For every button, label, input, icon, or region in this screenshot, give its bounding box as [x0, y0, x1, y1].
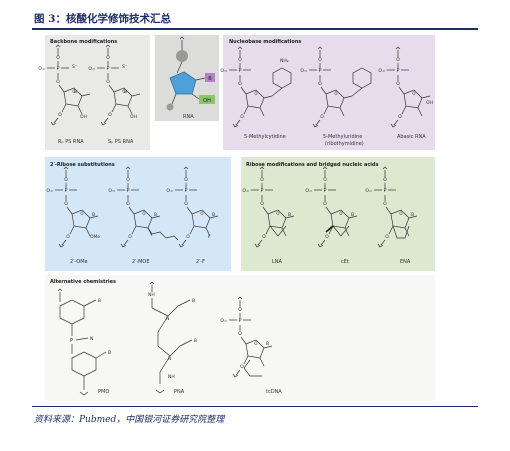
svg-text:B: B [194, 338, 197, 344]
pna-label: PNA [174, 389, 185, 395]
2-ome-label: 2′-OMe [70, 259, 88, 265]
svg-text:NH₂: NH₂ [280, 58, 289, 64]
svg-text:OH: OH [426, 100, 433, 106]
nucleobase-title: Nucleobase modifications [229, 39, 301, 45]
svg-text:N: N [90, 336, 93, 342]
svg-text:S⁻: S⁻ [72, 64, 78, 70]
svg-text:B: B [288, 212, 291, 218]
svg-text:NH: NH [168, 374, 175, 380]
figure-title: 图 3：核酸化学修饰技术汇总 [34, 13, 171, 25]
2oh-box [199, 95, 215, 104]
svg-text:B: B [92, 212, 95, 218]
svg-text:NH: NH [148, 292, 155, 298]
sp-ps-rna-label: Sₚ PS RNA [108, 139, 134, 145]
svg-text:B: B [266, 341, 269, 347]
base-box [205, 73, 215, 82]
svg-text:S⁻: S⁻ [122, 64, 128, 70]
svg-text:N: N [168, 356, 171, 362]
svg-text:B: B [212, 212, 215, 218]
rp-ps-rna-label: Rₚ PS RNA [58, 139, 84, 145]
5-methylcytidine-label: 5-Methylcytidine [244, 134, 286, 140]
svg-text:B: B [208, 76, 212, 82]
pmo-structure [57, 288, 107, 396]
backbone-panel [45, 35, 150, 150]
svg-text:B: B [74, 89, 77, 95]
alternative-panel [45, 275, 435, 401]
bridged-panel [241, 157, 435, 271]
svg-text:B: B [124, 89, 127, 95]
ribose-ring [169, 71, 197, 95]
svg-text:P: P [70, 338, 73, 344]
source-rule [32, 406, 478, 407]
svg-text:B: B [192, 298, 195, 304]
svg-text:B: B [154, 212, 157, 218]
svg-text:B: B [108, 350, 111, 356]
svg-text:OH: OH [203, 98, 211, 104]
svg-text:OH: OH [80, 114, 87, 120]
svg-text:N: N [166, 316, 169, 322]
2-f-label: 2′-F [196, 259, 205, 265]
abasic-rna-label: Abasic RNA [397, 134, 426, 140]
pmo-label: PMO [98, 389, 109, 395]
svg-text:B: B [351, 212, 354, 218]
ribothymidine-label: (ribothymidine) [325, 141, 364, 147]
svg-text:OMe: OMe [90, 234, 100, 240]
source-note: 资料来源：Pubmed，中国银河证券研究院整理 [34, 415, 225, 425]
title-rule [32, 28, 478, 30]
svg-text:F: F [208, 234, 211, 240]
lna-label: LNA [272, 259, 283, 265]
pna-structure [149, 281, 193, 394]
5-methyluridine-label: 5-Methyluridine [323, 134, 362, 140]
bridged-title: Ribose modifications and bridged nucleic… [246, 162, 379, 168]
phosphate-dot [176, 50, 188, 62]
ena-label: ENA [400, 259, 411, 265]
svg-text:OH: OH [130, 114, 137, 120]
2-moe-label: 2′-MOE [132, 259, 150, 265]
alternative-title: Alternative chemistries [50, 279, 116, 285]
svg-text:B: B [98, 298, 101, 304]
rna-label: RNA [183, 114, 194, 120]
backbone-title: Backbone modifications [50, 39, 117, 45]
tcdna-label: tcDNA [266, 389, 282, 395]
cet-label: cEt [341, 259, 349, 265]
ribose-title: 2′-Ribose substitutions [50, 162, 115, 168]
svg-text:B: B [411, 212, 414, 218]
